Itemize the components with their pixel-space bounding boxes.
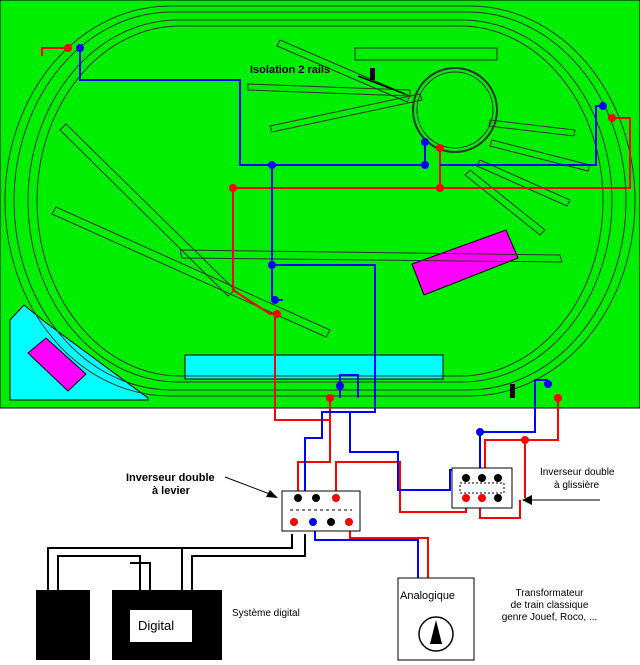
slide-switch: [451, 467, 513, 509]
baseboard: [0, 0, 640, 409]
turntable: [412, 67, 498, 153]
lever-switch: [281, 490, 361, 532]
digital-label-box: [130, 610, 192, 642]
slide-switch-label: Inverseur double à glissière: [540, 467, 615, 491]
platform: [184, 354, 444, 380]
digital-label: Digital: [138, 618, 175, 633]
arrow-lever: [224, 476, 276, 497]
isolation-label: Isolation 2 rails: [250, 64, 331, 76]
transformer-label: Transformateur de train classique genre …: [501, 588, 598, 623]
sidings: [51, 39, 591, 338]
analogique-label: Analogique: [400, 590, 456, 602]
systeme-digital-label: Système digital: [232, 608, 300, 619]
red-wires: [41, 47, 631, 578]
building-right: [411, 229, 519, 296]
lever-switch-label: Inverseur double à levier: [126, 472, 215, 497]
building-left: [27, 337, 87, 392]
junctions: [64, 44, 616, 444]
isolation-mark-bottom: [510, 384, 515, 398]
oval-track: [4, 5, 636, 397]
digital-wires: [47, 534, 306, 590]
isolation-arrow: [357, 75, 406, 95]
digital-booster-box: [36, 590, 90, 660]
isolation-mark: [370, 68, 375, 80]
dial-pointer: [430, 620, 442, 644]
